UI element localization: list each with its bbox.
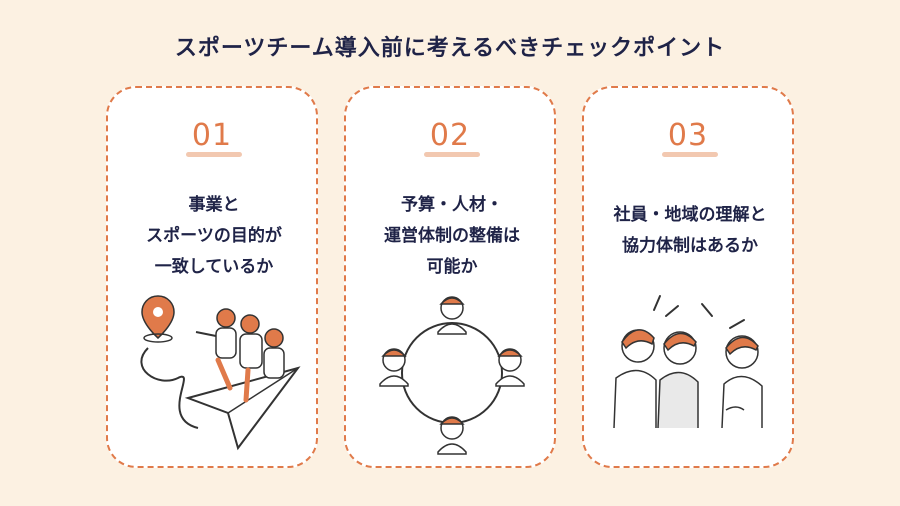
people-talking-illustration — [613, 295, 763, 429]
number-underline — [186, 152, 242, 157]
card-text-line: 社員・地域の理解と — [613, 205, 767, 225]
card-number: 02 — [429, 118, 471, 153]
card-text-line: 可能か — [426, 257, 478, 277]
number-underline — [662, 152, 718, 157]
checkpoint-card-2: 02 予算・人材・ 運営体制の整備は 可能か — [344, 86, 556, 468]
card-text-line: 一致しているか — [154, 257, 274, 277]
checkpoint-card-1: 01 事業と スポーツの目的が 一致しているか — [106, 86, 318, 468]
card-number: 01 — [191, 118, 233, 153]
card-text-line: スポーツの目的が — [146, 226, 282, 246]
card-text-line: 協力体制はあるか — [622, 236, 758, 256]
card-text: 予算・人材・ 運営体制の整備は 可能か — [356, 190, 548, 283]
page-title: スポーツチーム導入前に考えるべきチェックポイント — [174, 36, 726, 61]
number-underline — [424, 152, 480, 157]
connected-people-illustration — [379, 296, 525, 455]
card-text-line: 予算・人材・ — [401, 195, 503, 215]
card-text: 社員・地域の理解と 協力体制はあるか — [594, 200, 786, 262]
card-text: 事業と スポーツの目的が 一致しているか — [118, 190, 310, 283]
checkpoint-card-3: 03 社員・地域の理解と 協力体制はあるか — [582, 86, 794, 468]
card-text-line: 運営体制の整備は — [384, 226, 520, 246]
card-number: 03 — [667, 118, 709, 153]
team-paper-plane-illustration — [140, 295, 301, 451]
card-text-line: 事業と — [188, 195, 240, 215]
